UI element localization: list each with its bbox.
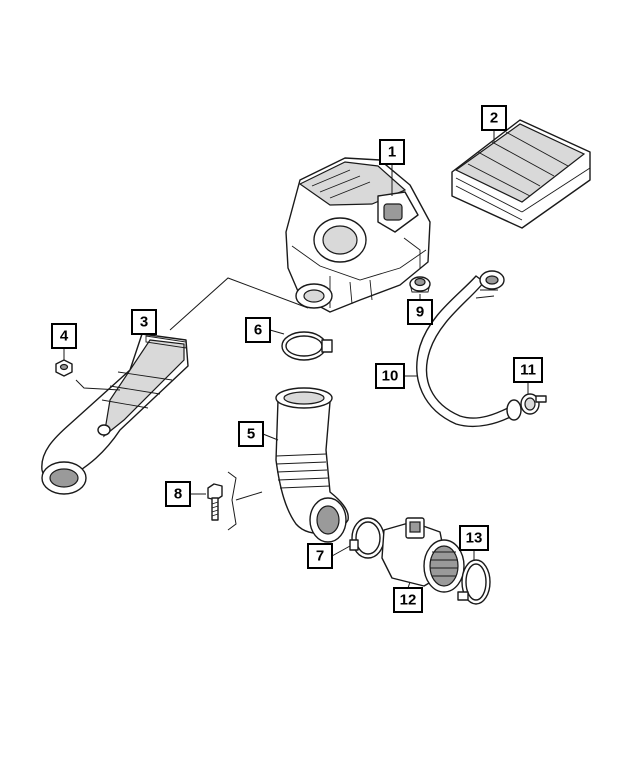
callout-3-label: 3 [140,314,148,331]
callout-9-label: 9 [416,304,424,321]
breather-hose [416,270,522,428]
callout-13-label: 13 [466,530,483,547]
callout-7: 7 [307,543,333,569]
callout-12-label: 12 [400,592,417,609]
callout-2: 2 [481,105,507,131]
nut [55,359,73,377]
leader-lines [63,130,529,589]
callout-6-label: 6 [254,322,262,339]
callout-1-label: 1 [388,144,396,161]
callout-10-label: 10 [382,368,399,385]
callout-1: 1 [379,139,405,165]
air-inlet-duct [41,333,189,495]
callout-8: 8 [165,481,191,507]
callout-12: 12 [393,587,423,613]
grommet [409,276,431,293]
callout-3: 3 [131,309,157,335]
callout-2-label: 2 [490,110,498,127]
bolt [207,483,223,521]
hose-clamp-7 [349,517,385,559]
callout-8-label: 8 [174,486,182,503]
hose-clamp-13 [457,559,491,605]
callout-9: 9 [407,299,433,325]
callout-4-label: 4 [60,328,69,345]
mass-air-flow-sensor [381,517,465,593]
callout-5-label: 5 [247,426,255,443]
callout-11: 11 [513,357,543,383]
callout-6: 6 [245,317,271,343]
intake-hose [275,387,349,543]
hose-clamp-6 [281,331,333,361]
callout-13: 13 [459,525,489,551]
air-filter-element [451,119,591,229]
callout-4: 4 [51,323,77,349]
callout-5: 5 [238,421,264,447]
callout-7-label: 7 [316,548,324,565]
callout-10: 10 [375,363,405,389]
air-cleaner-housing [285,157,431,313]
hose-clamp-small [520,393,547,415]
callout-11-label: 11 [520,362,536,379]
